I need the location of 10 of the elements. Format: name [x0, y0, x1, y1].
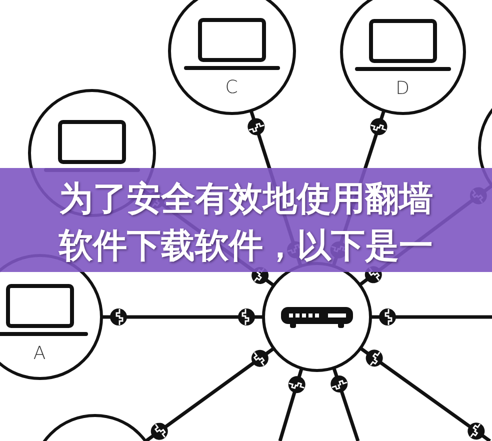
connector-line [370, 308, 492, 326]
title: 为了安全有效地使用翻墙软件下载软件，以下是一 [58, 178, 434, 268]
connector-line [278, 368, 306, 441]
node-label: A [33, 344, 46, 364]
node-label: D [396, 78, 410, 98]
node-label: C [225, 78, 238, 98]
connector-line [330, 367, 360, 441]
connector-line [144, 346, 275, 441]
connector-line [359, 346, 492, 441]
connector-line [102, 308, 264, 326]
